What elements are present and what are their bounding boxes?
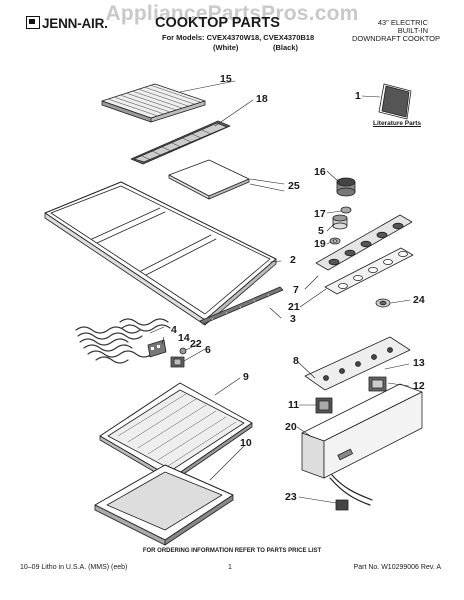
callout-5: 5: [318, 225, 324, 237]
callout-14: 14: [178, 332, 190, 344]
control-panel-upper: [315, 214, 413, 271]
callout-20: 20: [285, 421, 297, 433]
callout-19: 19: [314, 238, 326, 250]
callout-10: 10: [240, 437, 252, 449]
watermark-text: AppliancePartsPros.com: [105, 2, 359, 25]
litho-info: 10–09 Litho in U.S.A. (MMS) (eeb): [20, 564, 128, 571]
callout-24: 24: [413, 294, 425, 306]
callout-16: 16: [314, 166, 326, 178]
callout-17: 17: [314, 208, 326, 220]
terminal-block-part: [147, 339, 167, 358]
control-knob-part: [336, 177, 356, 197]
description-line-3: DOWNDRAFT COOKTOP: [351, 34, 440, 43]
page-title: COOKTOP PARTS: [155, 15, 280, 31]
brand-mark-icon: [26, 16, 40, 29]
callout-12: 12: [413, 380, 425, 392]
callout-4: 4: [171, 324, 177, 336]
models-line: For Models: CVEX4370W18, CVEX4370B18: [162, 33, 315, 42]
brand-name: JENN-AIR.: [42, 16, 108, 31]
callout-13: 13: [413, 357, 425, 369]
literature-parts-label: Literature Parts: [373, 120, 422, 127]
small-knob-part: [375, 298, 391, 308]
callout-25: 25: [288, 180, 300, 192]
control-panel-lower: [324, 247, 414, 295]
literature-booklet: [378, 83, 412, 120]
ordering-info: FOR ORDERING INFORMATION REFER TO PARTS …: [142, 548, 322, 554]
brand-logo: JENN-AIR.: [26, 16, 108, 31]
callout-23: 23: [285, 491, 297, 503]
callout-21: 21: [288, 301, 300, 313]
control-housing-part: [301, 383, 423, 479]
washer-part: [329, 237, 341, 245]
clip-part: [179, 347, 187, 355]
page-number: 1: [228, 564, 232, 571]
knob-bezel-part: [340, 206, 352, 214]
relay-part: [315, 397, 333, 414]
heating-elements-part: [75, 318, 171, 364]
grill-grate-part: [101, 83, 206, 123]
callout-1: 1: [355, 90, 361, 102]
callout-11: 11: [288, 399, 300, 411]
grill-pan-part: [94, 464, 234, 546]
cooktop-glass-frame: [44, 181, 277, 326]
switch-part: [368, 376, 387, 392]
switch-panel-part: [304, 336, 411, 391]
drip-tray-part: [99, 382, 253, 483]
connector-part: [170, 356, 185, 368]
callout-7: 7: [293, 284, 299, 296]
power-cord-part: [329, 474, 373, 511]
color-white-label: (White): [213, 43, 239, 52]
color-black-label: (Black): [273, 43, 299, 52]
filter-panel-part: [168, 159, 250, 200]
callout-2: 2: [290, 254, 296, 266]
vent-grille-part: [130, 120, 231, 165]
callout-18: 18: [256, 93, 268, 105]
description-line-2: BUILT-IN: [397, 26, 428, 35]
trim-strip-part: [199, 286, 284, 325]
knob-insert-part: [332, 214, 348, 230]
callout-9: 9: [243, 371, 249, 383]
part-number: Part No. W10299006 Rev. A: [353, 564, 441, 571]
callout-8: 8: [293, 355, 299, 367]
callout-15: 15: [220, 73, 232, 85]
callout-22: 22: [190, 338, 202, 350]
callout-6: 6: [205, 344, 211, 356]
description-line-1: 43" ELECTRIC: [377, 18, 428, 27]
callout-3: 3: [290, 313, 296, 325]
